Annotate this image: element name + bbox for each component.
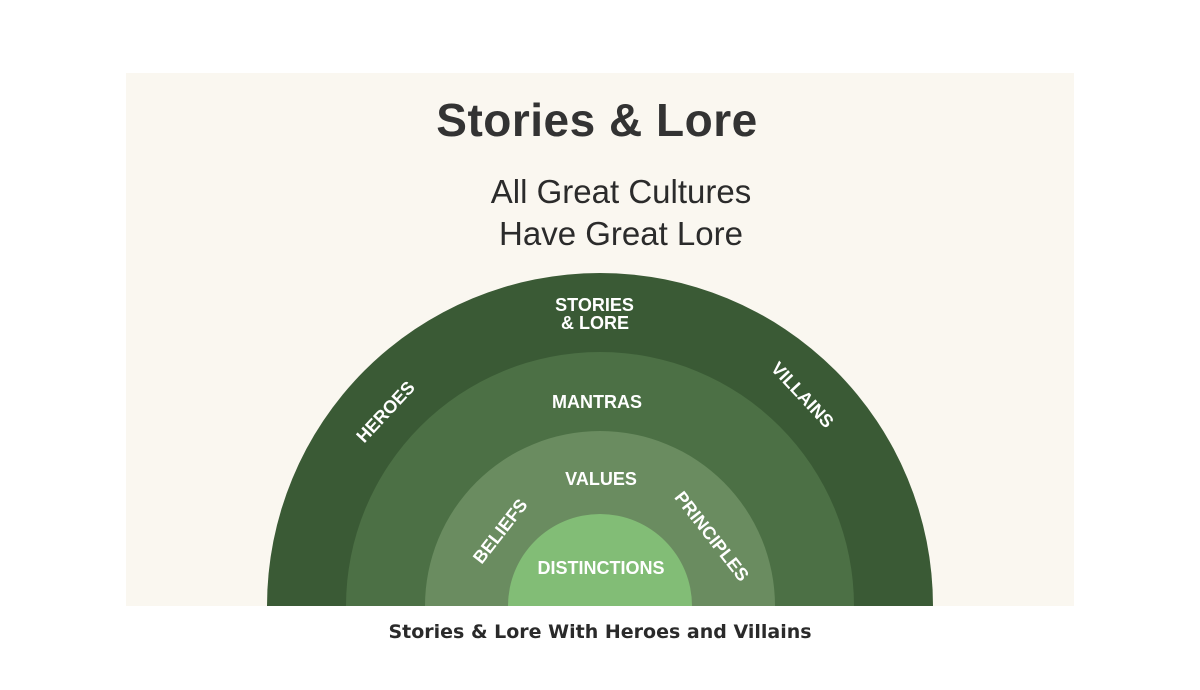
label-mantras: MANTRAS [552,392,642,412]
subtitle-line-1: All Great Cultures [490,173,752,210]
ring-core-distinctions [508,514,692,606]
label-values: VALUES [565,469,637,489]
label-stories-lore-line-1: STORIES [555,295,634,315]
label-stories-lore: STORIES & LORE [555,295,639,333]
diagram-title: Stories & Lore [436,94,758,146]
subtitle-line-2: Have Great Lore [499,215,743,252]
label-distinctions: DISTINCTIONS [537,558,664,578]
diagram-panel: Stories & Lore All Great Cultures Have G… [126,73,1074,606]
label-stories-lore-line-2: & LORE [561,313,629,333]
concentric-semicircle-diagram: STORIES & LORE HEROES VILLAINS MANTRAS V… [267,273,933,606]
figure-caption: Stories & Lore With Heroes and Villains [388,621,812,643]
diagram-subtitle: All Great Cultures Have Great Lore [426,171,816,255]
